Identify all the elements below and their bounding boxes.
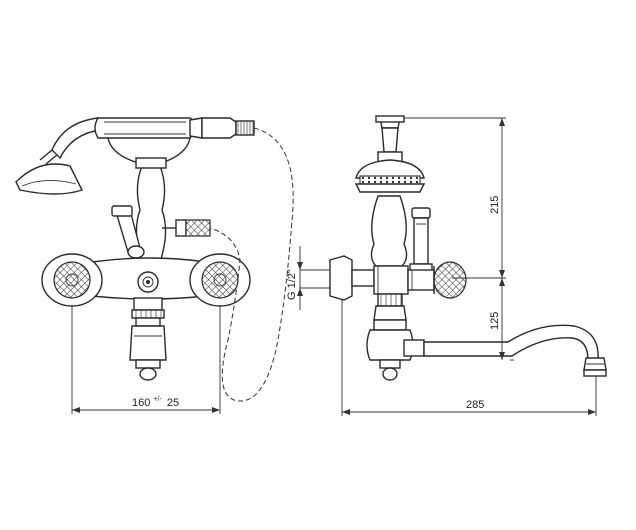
handset-cradle — [94, 117, 255, 167]
side-lever — [409, 207, 433, 273]
hand-shower-head — [15, 149, 83, 195]
side-view: G 1/2" 215 125 285 — [286, 115, 607, 416]
handset-arm — [51, 117, 101, 160]
dimension-height-top: 215 — [489, 118, 505, 278]
side-column — [370, 195, 408, 267]
svg-text:160 +/- 25: 160 +/- 25 — [132, 392, 179, 409]
swivel-spout — [403, 324, 607, 377]
dimension-spout-reach: 285 — [342, 399, 596, 415]
shower-holder — [354, 115, 426, 193]
center-tolerance-value: 25 — [167, 397, 179, 409]
front-view: 160 +/- 25 — [15, 117, 294, 414]
shower-outlet — [162, 219, 211, 237]
central-column — [135, 157, 167, 263]
side-body — [329, 255, 467, 301]
dimension-height-bottom: 125 — [489, 278, 505, 360]
diverter-lever — [111, 205, 145, 259]
bath-spout-front — [129, 297, 167, 381]
right-cross-handle — [189, 253, 251, 307]
spout-reach-label: 285 — [466, 399, 484, 411]
center-tolerance-sign: +/- — [153, 396, 162, 403]
center-distance-value: 160 — [132, 397, 150, 409]
left-cross-handle — [41, 253, 103, 307]
height-bottom-label: 125 — [489, 312, 501, 330]
height-top-label: 215 — [489, 196, 501, 214]
dimension-center-distance: 160 +/- 25 — [72, 392, 220, 413]
inlet-thread-label: G 1/2" — [286, 269, 298, 300]
shower-hose — [209, 127, 294, 402]
dimension-inlet-thread: G 1/2" — [286, 246, 330, 310]
side-spout-stack — [366, 293, 414, 381]
mixer-body — [91, 257, 207, 300]
